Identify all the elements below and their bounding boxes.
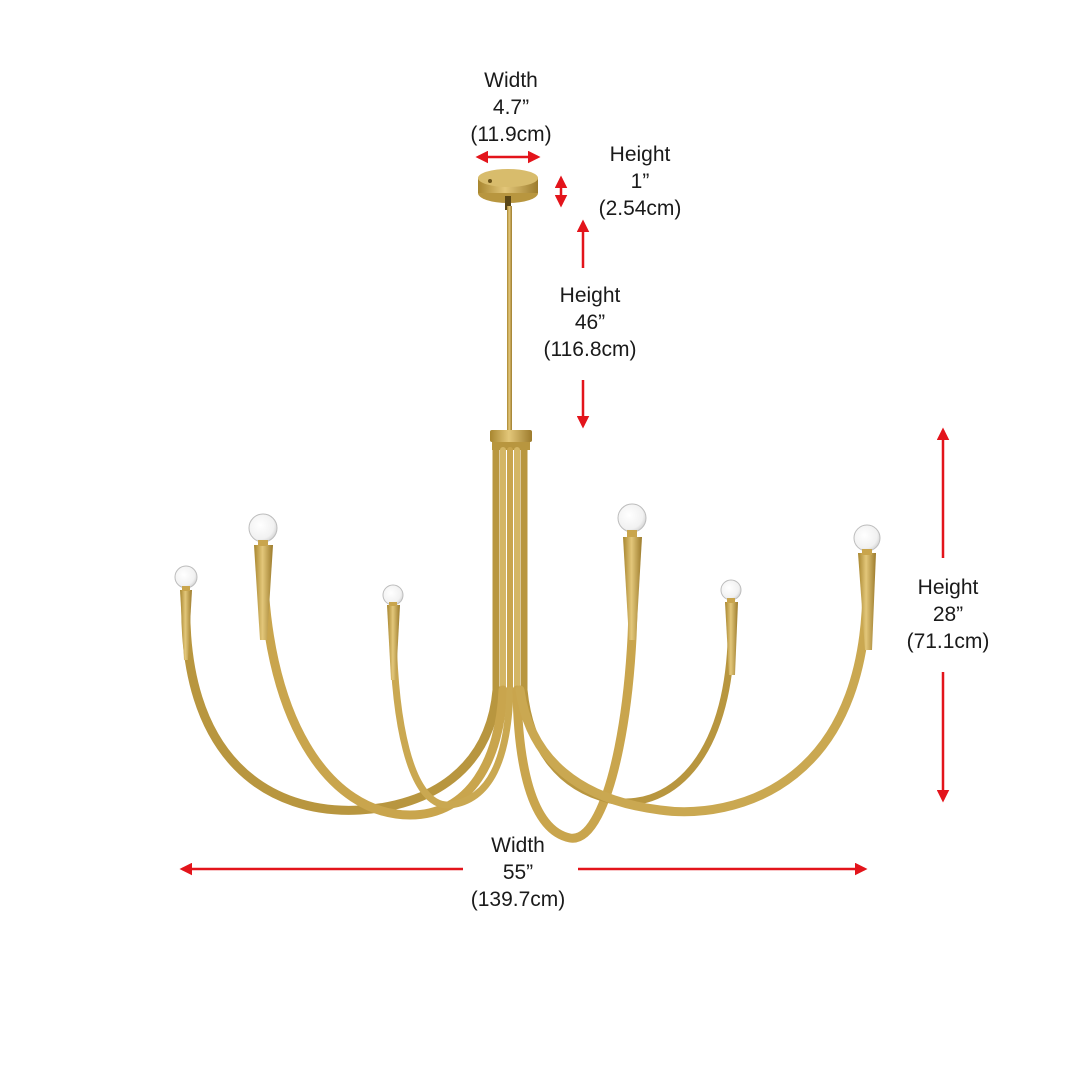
body-width-title: Width bbox=[491, 834, 545, 857]
canopy-height-metric: (2.54cm) bbox=[598, 197, 682, 220]
body-height-imperial: 28” bbox=[932, 603, 964, 626]
body-width-metric: (139.7cm) bbox=[470, 888, 566, 911]
dimension-arrows bbox=[179, 150, 950, 876]
body-height-metric: (71.1cm) bbox=[906, 630, 990, 653]
bulbs bbox=[174, 503, 881, 606]
rod-height-label: Height 46” (116.8cm) bbox=[544, 282, 637, 363]
canopy-height-imperial: 1” bbox=[630, 170, 650, 193]
rod-height-title: Height bbox=[559, 284, 621, 307]
canopy-width-imperial: 4.7” bbox=[492, 96, 530, 119]
bulb-icon bbox=[248, 513, 278, 546]
bulb-icon bbox=[174, 565, 198, 591]
body-width-label: Width 55” (139.7cm) bbox=[471, 832, 566, 913]
bulb-icon bbox=[617, 503, 647, 537]
body-height-label: Height 28” (71.1cm) bbox=[907, 574, 990, 655]
hub bbox=[490, 430, 532, 450]
body-width-imperial: 55” bbox=[502, 861, 534, 884]
bulb-icon bbox=[853, 524, 881, 555]
canopy-width-label: Width 4.7” (11.9cm) bbox=[470, 67, 551, 148]
body-height-title: Height bbox=[917, 576, 979, 599]
canopy bbox=[478, 169, 538, 210]
down-rod bbox=[507, 206, 512, 432]
rod-height-imperial: 46” bbox=[574, 311, 606, 334]
canopy-width-metric: (11.9cm) bbox=[470, 123, 552, 146]
sockets bbox=[180, 537, 876, 680]
arms bbox=[181, 446, 872, 843]
canopy-height-title: Height bbox=[609, 143, 671, 166]
bulb-icon bbox=[382, 584, 404, 606]
canopy-width-title: Width bbox=[484, 69, 538, 92]
canopy-height-label: Height 1” (2.54cm) bbox=[599, 141, 682, 222]
rod-height-metric: (116.8cm) bbox=[543, 338, 637, 361]
bulb-icon bbox=[720, 579, 742, 603]
